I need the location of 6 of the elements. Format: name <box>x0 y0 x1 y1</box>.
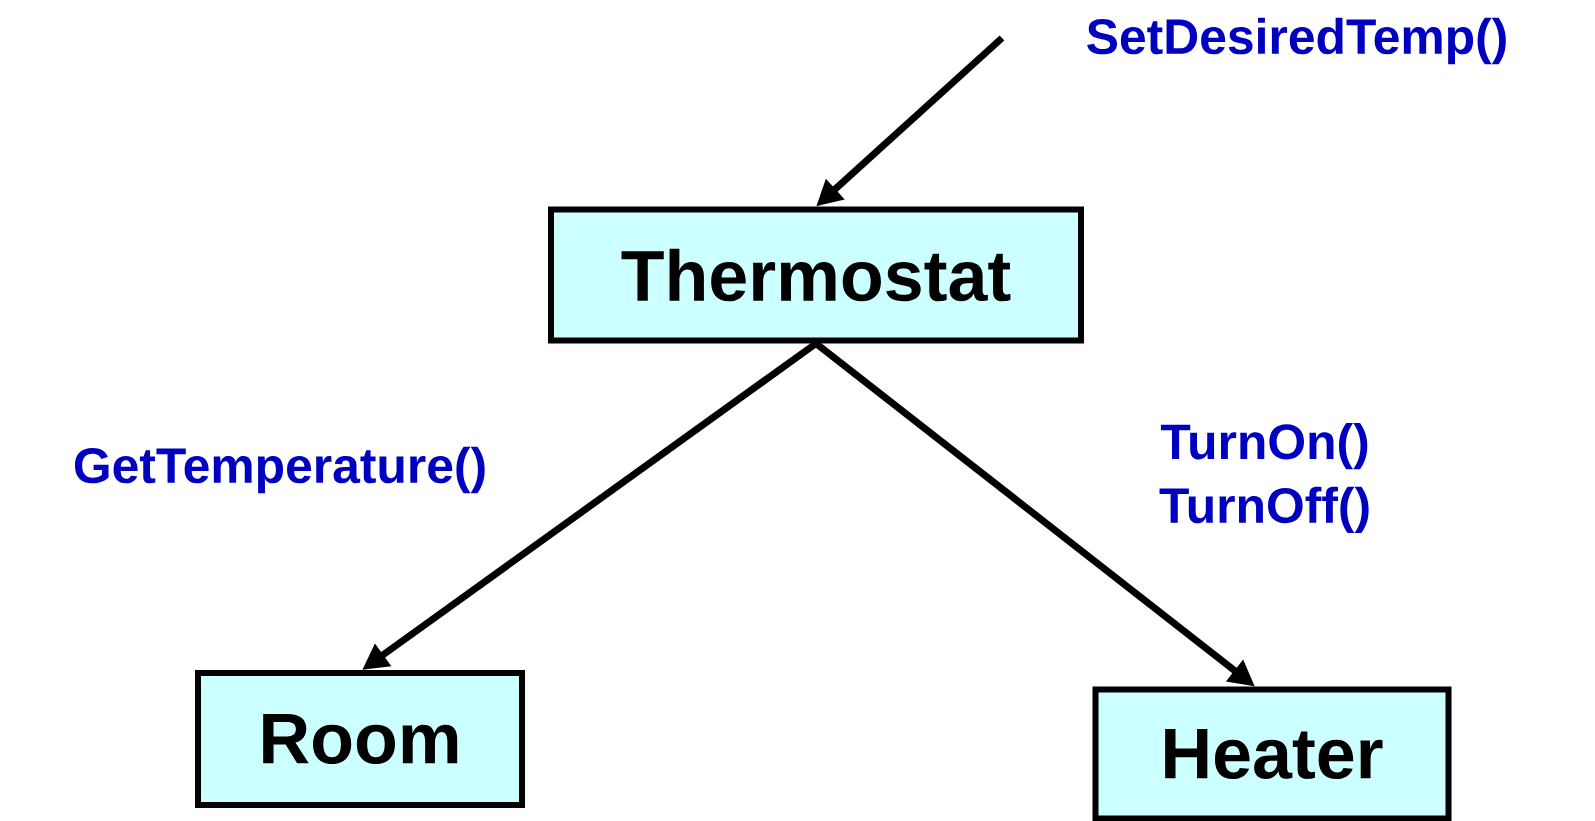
edge-label: TurnOn() TurnOff() <box>1159 422 1369 534</box>
class-box: Room <box>195 670 525 808</box>
edge-label: SetDesiredTemp() <box>1087 17 1506 65</box>
edge-label: GetTemperature() <box>74 446 485 494</box>
class-box: Thermostat <box>548 206 1084 344</box>
class-box: Heater <box>1092 686 1452 821</box>
